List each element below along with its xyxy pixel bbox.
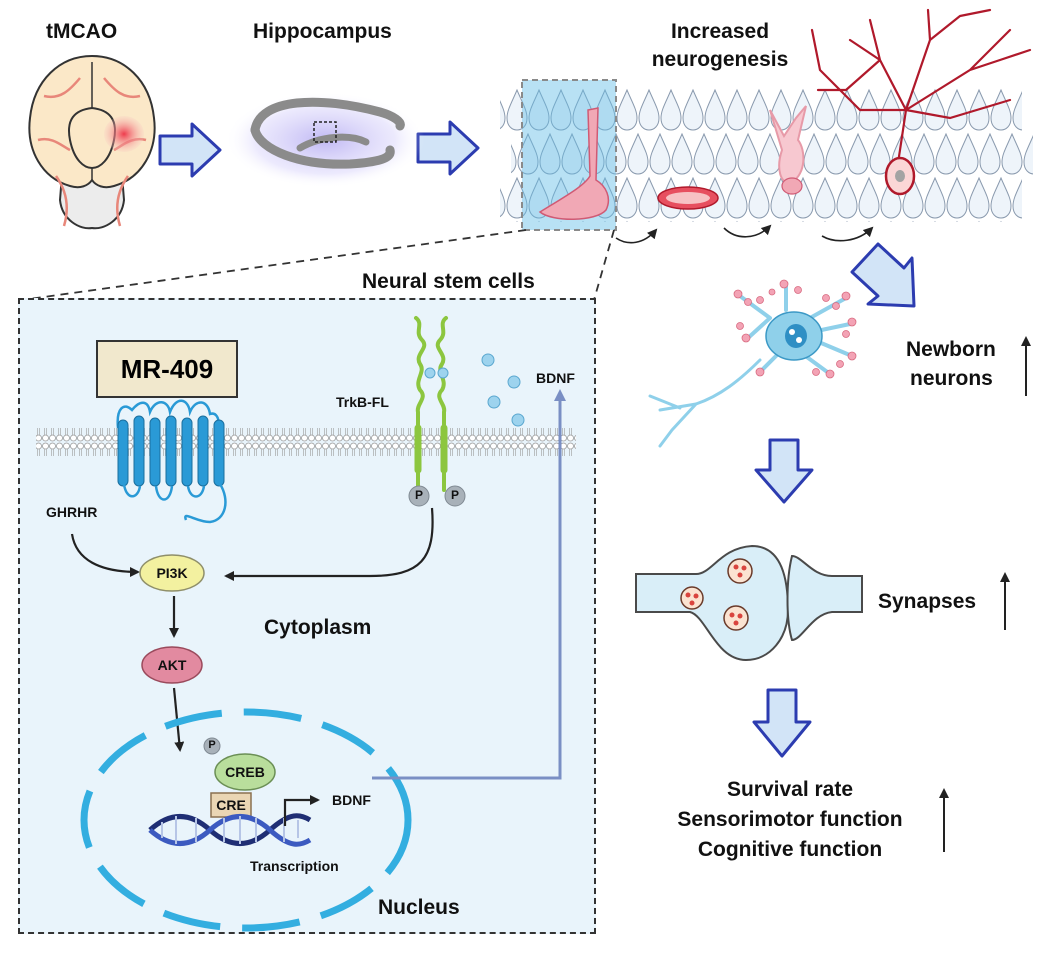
label-trkb: TrkB-FL bbox=[336, 394, 389, 410]
up-arrows bbox=[939, 336, 1031, 852]
synapse-illustration bbox=[635, 544, 863, 662]
arrow-diag-down bbox=[850, 242, 916, 308]
arrow-ghrhr-pi3k bbox=[70, 533, 140, 577]
akt-node bbox=[141, 646, 203, 684]
label-survival: Survival rate bbox=[726, 778, 854, 801]
arrow-right-1 bbox=[158, 122, 222, 178]
label-ghrhr: GHRHR bbox=[46, 504, 98, 520]
arrow-right-2 bbox=[416, 120, 480, 176]
label-sensorimotor: Sensorimotor function bbox=[677, 808, 903, 831]
label-pi3k: PI3K bbox=[156, 565, 188, 581]
creb-node bbox=[214, 753, 276, 791]
label-newborn-1: Newborn bbox=[906, 338, 996, 361]
dentate-gyrus-layer bbox=[500, 8, 1033, 244]
arrow-bdnf-feedback bbox=[372, 389, 566, 780]
arrow-down-2 bbox=[752, 688, 812, 758]
label-creb: CREB bbox=[225, 764, 265, 780]
trkb-receptor bbox=[414, 316, 448, 492]
newborn-neuron bbox=[648, 279, 857, 448]
drug-label-box: MR-409 bbox=[96, 340, 238, 398]
arrow-down-1 bbox=[754, 438, 814, 504]
label-neurogenesis-2: neurogenesis bbox=[651, 48, 789, 71]
ghrhr-receptor bbox=[116, 399, 227, 524]
panel-title: Neural stem cells bbox=[362, 270, 535, 293]
pi3k-node bbox=[139, 554, 205, 592]
label-phospho-3: P bbox=[208, 739, 216, 751]
label-bdnf-ligand: BDNF bbox=[536, 370, 575, 386]
brain-illustration bbox=[28, 54, 156, 230]
drug-label: MR-409 bbox=[120, 353, 214, 384]
label-bdnf-gene: BDNF bbox=[332, 792, 371, 808]
arrow-trkb-pi3k bbox=[224, 507, 434, 581]
label-akt: AKT bbox=[157, 657, 187, 673]
transcription-start-arrow bbox=[283, 795, 320, 826]
label-phospho-1: P bbox=[414, 488, 423, 502]
hippocampus-illustration bbox=[225, 92, 425, 188]
bdnf-ligands bbox=[424, 353, 525, 427]
label-cognitive: Cognitive function bbox=[697, 838, 883, 861]
label-transcription: Transcription bbox=[250, 858, 339, 874]
label-synapses: Synapses bbox=[878, 590, 977, 613]
label-neurogenesis-1: Increased bbox=[670, 20, 770, 43]
label-tmcao: tMCAO bbox=[46, 20, 118, 43]
label-phospho-2: P bbox=[450, 488, 459, 502]
zoom-line-left bbox=[21, 229, 527, 301]
dna-helix bbox=[148, 813, 312, 847]
label-cytoplasm: Cytoplasm bbox=[264, 616, 372, 639]
zoom-line-right bbox=[593, 229, 615, 301]
phospho-groups bbox=[203, 485, 466, 755]
cell-membrane bbox=[36, 428, 576, 462]
label-nucleus: Nucleus bbox=[378, 896, 460, 919]
nucleus-envelope bbox=[80, 708, 412, 932]
label-newborn-2: neurons bbox=[910, 367, 993, 390]
label-hippocampus: Hippocampus bbox=[253, 20, 392, 43]
label-cre: CRE bbox=[216, 797, 246, 813]
